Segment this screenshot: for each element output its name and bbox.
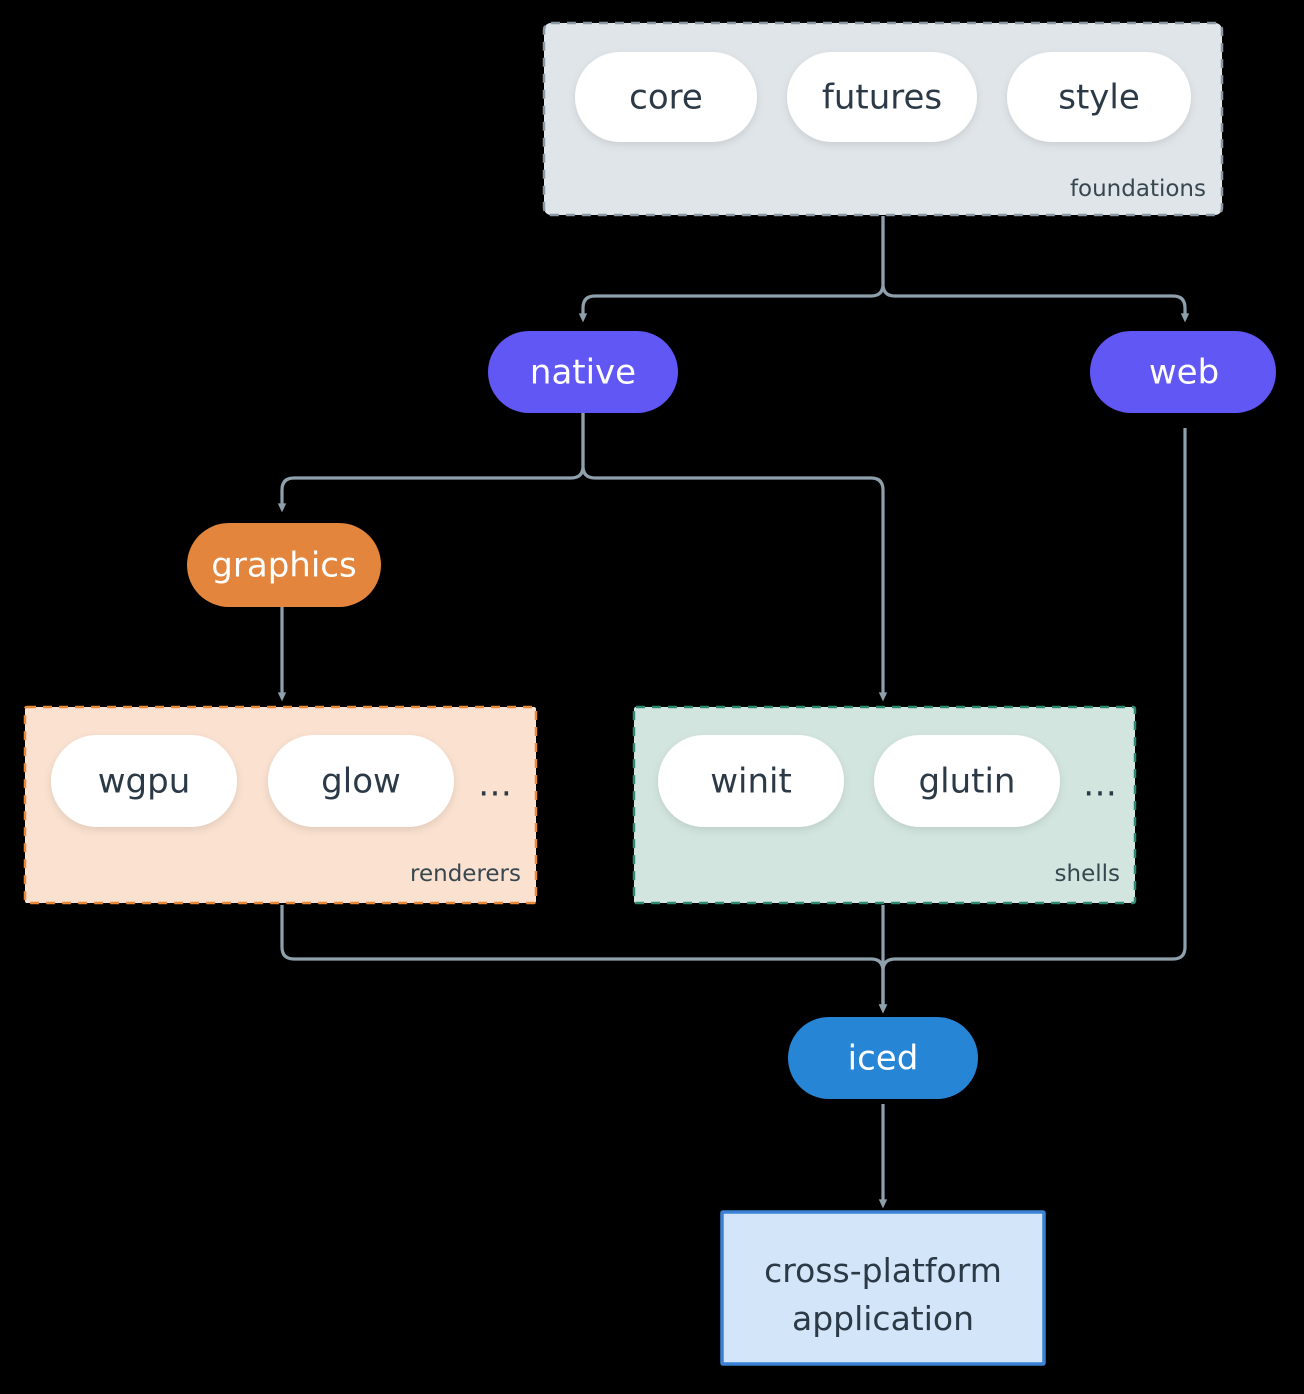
- node-core-label: core: [629, 78, 703, 118]
- group-shells: winit glutin … shells: [632, 705, 1137, 905]
- node-glutin-label: glutin: [919, 762, 1016, 802]
- node-glow-label: glow: [321, 762, 401, 802]
- group-foundations: core futures style foundations: [542, 21, 1224, 217]
- edge-foundations-native: [578, 216, 885, 323]
- node-style-label: style: [1058, 78, 1140, 118]
- node-graphics[interactable]: graphics: [187, 523, 381, 607]
- node-graphics-shape[interactable]: [187, 523, 381, 607]
- node-iced-label: iced: [848, 1039, 919, 1079]
- renderers-ellipsis-label: …: [478, 765, 512, 805]
- group-foundations-label: foundations: [1070, 176, 1206, 202]
- node-futures-label: futures: [822, 78, 942, 118]
- node-application[interactable]: cross-platform application: [720, 1210, 1046, 1366]
- node-native[interactable]: native: [488, 331, 678, 413]
- node-glutin[interactable]: [874, 735, 1060, 827]
- node-wgpu-label: wgpu: [98, 762, 191, 802]
- group-renderers-label: renderers: [410, 861, 521, 887]
- node-application-shape[interactable]: [720, 1210, 1046, 1366]
- node-native-label: native: [530, 353, 636, 393]
- node-graphics-label: graphics: [211, 546, 356, 586]
- node-wgpu[interactable]: [51, 735, 237, 827]
- edge-native-graphics: [277, 412, 585, 513]
- node-native-shape[interactable]: [488, 331, 678, 413]
- node-web-label: web: [1149, 353, 1219, 393]
- node-style[interactable]: [1007, 52, 1191, 142]
- edge-foundations-web: [881, 216, 1190, 323]
- group-renderers: wgpu glow … renderers: [23, 705, 538, 905]
- node-web-shape[interactable]: [1090, 331, 1276, 413]
- shells-ellipsis-label: …: [1083, 765, 1117, 805]
- edge-native-shells: [581, 412, 888, 702]
- node-web[interactable]: web: [1090, 331, 1276, 413]
- node-winit-label: winit: [710, 762, 792, 802]
- node-futures[interactable]: [787, 52, 977, 142]
- edge-web-iced: [878, 428, 1187, 1014]
- node-glow[interactable]: [268, 735, 454, 827]
- node-core[interactable]: [575, 52, 757, 142]
- edge-layer: [277, 216, 1190, 1209]
- node-iced-shape[interactable]: [788, 1017, 978, 1099]
- edge-renderers-iced: [280, 905, 888, 1014]
- node-winit[interactable]: [658, 735, 844, 827]
- node-iced[interactable]: iced: [788, 1017, 978, 1099]
- group-shells-label: shells: [1055, 861, 1120, 887]
- node-application-label-line1: cross-platform: [764, 1251, 1002, 1290]
- node-application-label-line2: application: [792, 1299, 974, 1338]
